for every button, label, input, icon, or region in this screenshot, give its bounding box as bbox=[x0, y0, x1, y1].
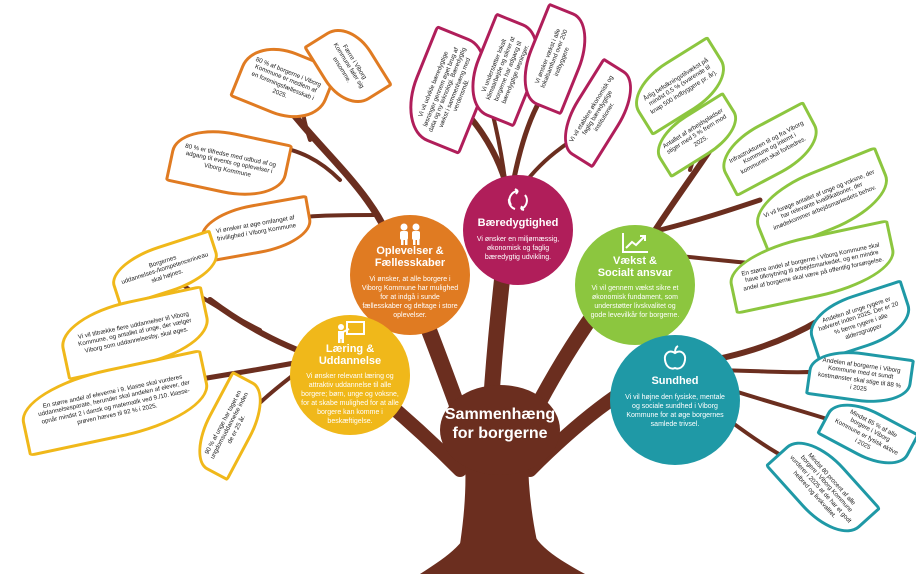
theme-baeredygtighed: Bæredygtighed Vi ønsker en miljømæssig, … bbox=[463, 175, 573, 285]
theme-title-line2: Fællesskaber bbox=[374, 257, 446, 269]
theme-title-line2: Uddannelse bbox=[318, 355, 382, 367]
theme-title: Læring & Uddannelse bbox=[300, 343, 400, 367]
theme-description: Vi ønsker relevant læring og attraktiv u… bbox=[301, 373, 399, 425]
leaf-text: 80 % er tilfredse med udbud af og adgang… bbox=[184, 142, 277, 179]
teacher-board-icon bbox=[338, 321, 365, 343]
trunk-title-line2: for borgerne bbox=[452, 425, 548, 442]
theme-oplevelser: Oplevelser & Fællesskaber Vi ønsker, at … bbox=[350, 215, 470, 335]
trunk-title-line1: Sammenhæng bbox=[444, 406, 556, 423]
theme-description: Vi ønsker, at alle borgere i Viborg Komm… bbox=[361, 276, 459, 319]
theme-title: Bæredygtighed bbox=[477, 217, 559, 229]
theme-title: Oplevelser & Fællesskaber bbox=[360, 245, 460, 269]
theme-description: Vi vil gennem vækst sikre et økonomisk f… bbox=[590, 285, 680, 319]
theme-title-line1: Vækst & bbox=[612, 255, 658, 267]
people-icon bbox=[400, 223, 420, 245]
theme-vaekst: Vækst & Socialt ansvar Vi vil gennem væk… bbox=[575, 225, 695, 345]
recycle-arrows-icon bbox=[507, 188, 528, 211]
leaf-text: Andelen af borgerne i Viborg Kommune med… bbox=[817, 356, 902, 393]
theme-title: Vækst & Socialt ansvar bbox=[587, 255, 683, 279]
theme-title-line2: Socialt ansvar bbox=[597, 267, 673, 279]
apple-icon bbox=[663, 345, 687, 370]
theme-title: Sundhed bbox=[651, 375, 699, 387]
growth-chart-icon bbox=[622, 233, 648, 253]
theme-title-line1: Læring & bbox=[325, 343, 375, 355]
theme-description: Vi vil højne den fysiske, mentale og soc… bbox=[625, 394, 725, 428]
theme-sundhed: Sundhed Vi vil højne den fysiske, mental… bbox=[610, 335, 740, 465]
trunk-title: Sammenhæng for borgerne bbox=[440, 405, 560, 443]
theme-laering: Læring & Uddannelse Vi ønsker relevant l… bbox=[290, 315, 410, 435]
theme-title-line1: Oplevelser & bbox=[376, 245, 444, 257]
theme-description: Vi ønsker en miljømæssig, økonomisk og f… bbox=[476, 236, 560, 261]
